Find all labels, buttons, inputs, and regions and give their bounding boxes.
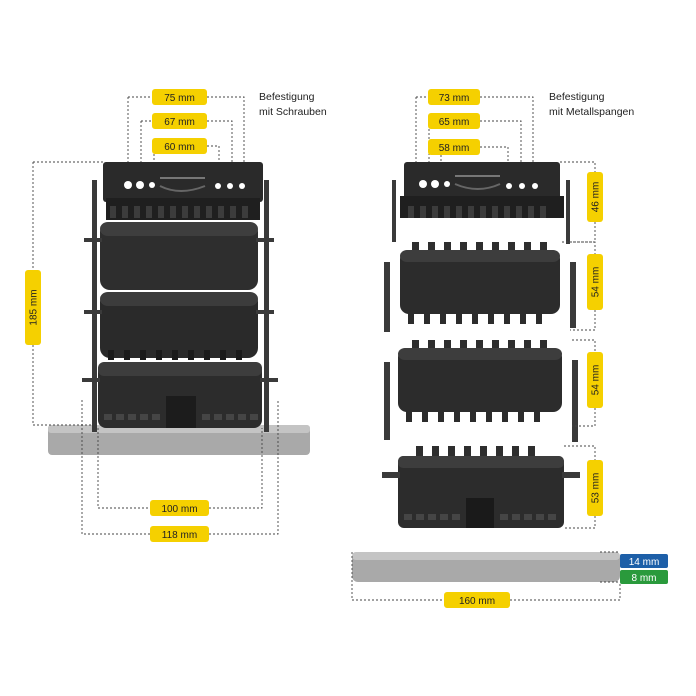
badge-58: 58 mm	[428, 139, 480, 155]
svg-text:75 mm: 75 mm	[164, 93, 195, 104]
badge-118: 118 mm	[150, 526, 209, 542]
right-barrel-1	[384, 242, 576, 332]
svg-text:54 mm: 54 mm	[591, 365, 602, 396]
svg-text:58 mm: 58 mm	[439, 143, 470, 154]
badge-75: 75 mm	[152, 89, 207, 105]
right-barrel-2	[384, 340, 578, 442]
badge-160: 160 mm	[444, 592, 510, 608]
svg-text:60 mm: 60 mm	[164, 142, 195, 153]
svg-text:14 mm: 14 mm	[629, 557, 660, 568]
left-top-clip	[103, 162, 263, 220]
badge-14: 14 mm	[620, 554, 668, 568]
badge-53: 53 mm	[587, 460, 603, 516]
right-bottom-piece	[382, 446, 580, 528]
left-barrel-1	[84, 222, 274, 290]
svg-text:73 mm: 73 mm	[439, 93, 470, 104]
svg-text:185 mm: 185 mm	[29, 289, 40, 325]
svg-text:100 mm: 100 mm	[161, 504, 197, 515]
left-bottom-piece	[82, 362, 278, 428]
svg-text:46 mm: 46 mm	[591, 182, 602, 213]
badge-8: 8 mm	[620, 570, 668, 584]
svg-text:53 mm: 53 mm	[591, 473, 602, 504]
badge-67: 67 mm	[152, 113, 207, 129]
badge-100: 100 mm	[150, 500, 209, 516]
right-top-clip	[392, 162, 570, 244]
left-caption-line2: mit Schrauben	[259, 106, 327, 118]
badge-54-lower: 54 mm	[587, 352, 603, 408]
svg-text:160 mm: 160 mm	[459, 596, 495, 607]
svg-text:65 mm: 65 mm	[439, 117, 470, 128]
left-caption-line1: Befestigung	[259, 91, 315, 103]
badge-46: 46 mm	[587, 172, 603, 222]
svg-text:118 mm: 118 mm	[162, 530, 197, 541]
badge-185: 185 mm	[25, 270, 41, 345]
left-assembly: 75 mm 67 mm 60 mm 185 mm 100 mm 118 mm B…	[25, 89, 327, 542]
right-caption-line1: Befestigung	[549, 91, 605, 103]
right-caption-line2: mit Metallspangen	[549, 106, 634, 118]
badge-65: 65 mm	[428, 113, 480, 129]
svg-text:8 mm: 8 mm	[632, 573, 657, 584]
svg-text:54 mm: 54 mm	[591, 267, 602, 298]
badge-54-upper: 54 mm	[587, 254, 603, 310]
left-barrel-2	[84, 292, 274, 360]
right-assembly: 73 mm 65 mm 58 mm 46 mm 54 mm 54 mm 53 m…	[351, 89, 668, 608]
svg-text:67 mm: 67 mm	[164, 117, 195, 128]
badge-73: 73 mm	[428, 89, 480, 105]
badge-60: 60 mm	[152, 138, 207, 154]
